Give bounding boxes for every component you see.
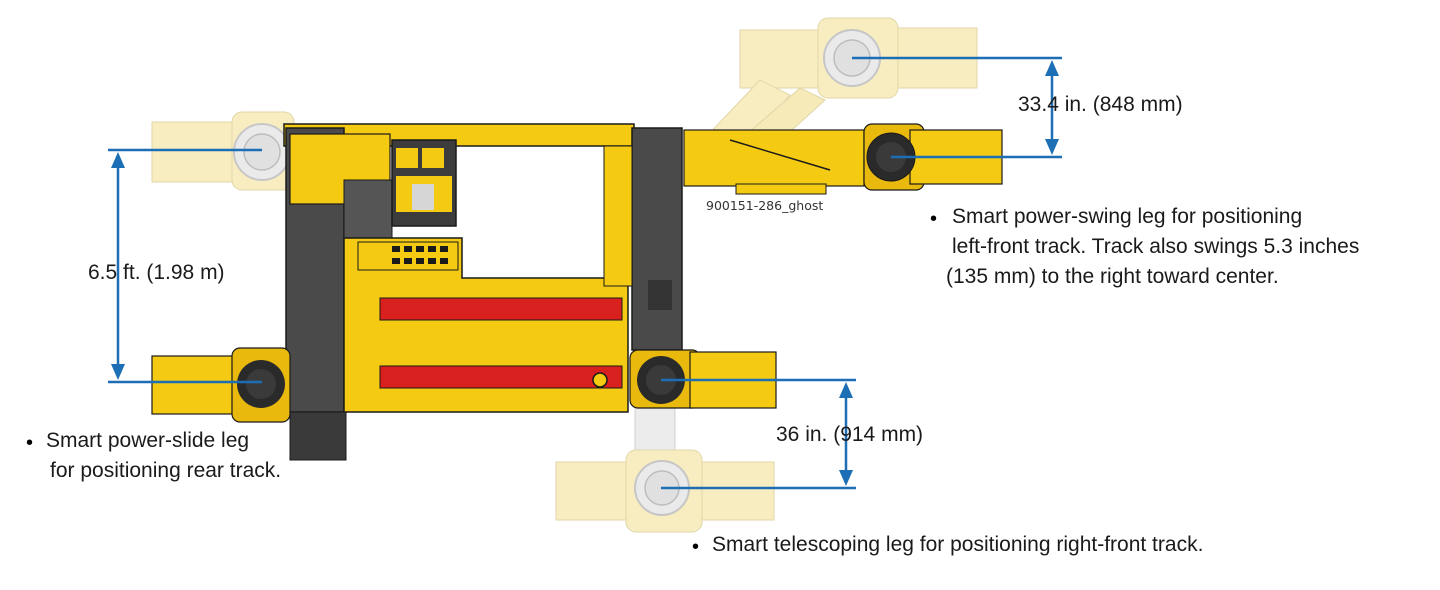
dimension-arrowheads — [111, 60, 1059, 486]
callout-swing-line-2: left-front track. Track also swings 5.3 … — [952, 235, 1360, 258]
callout-telescope-text: Smart telescoping leg for positioning ri… — [712, 533, 1204, 556]
rear-slide-leg — [151, 347, 291, 423]
part-number-label: 900151-286_ghost — [706, 198, 824, 213]
bullet-icon: • — [26, 432, 34, 454]
swing-leg — [683, 123, 1003, 195]
dimension-swing-label: 33.4 in. (848 mm) — [1018, 93, 1183, 116]
callout-slide-line-2: for positioning rear track. — [50, 459, 282, 482]
bullet-icon: • — [692, 536, 700, 558]
callout-swing-line-1: Smart power-swing leg for positioning — [952, 205, 1303, 228]
callout-slide-line-1: Smart power-slide leg — [46, 429, 250, 452]
callout-swing-line-3: (135 mm) to the right toward center. — [946, 265, 1279, 288]
ghost-rear-track-upper — [151, 111, 295, 191]
bullet-icon: • — [930, 208, 938, 230]
dimension-lines — [108, 56, 1062, 490]
dimension-slide-label: 6.5 ft. (1.98 m) — [88, 261, 225, 284]
ghost-telescope-track-lower — [555, 399, 775, 533]
dimension-telescope-label: 36 in. (914 mm) — [776, 423, 924, 446]
chassis — [283, 123, 683, 461]
